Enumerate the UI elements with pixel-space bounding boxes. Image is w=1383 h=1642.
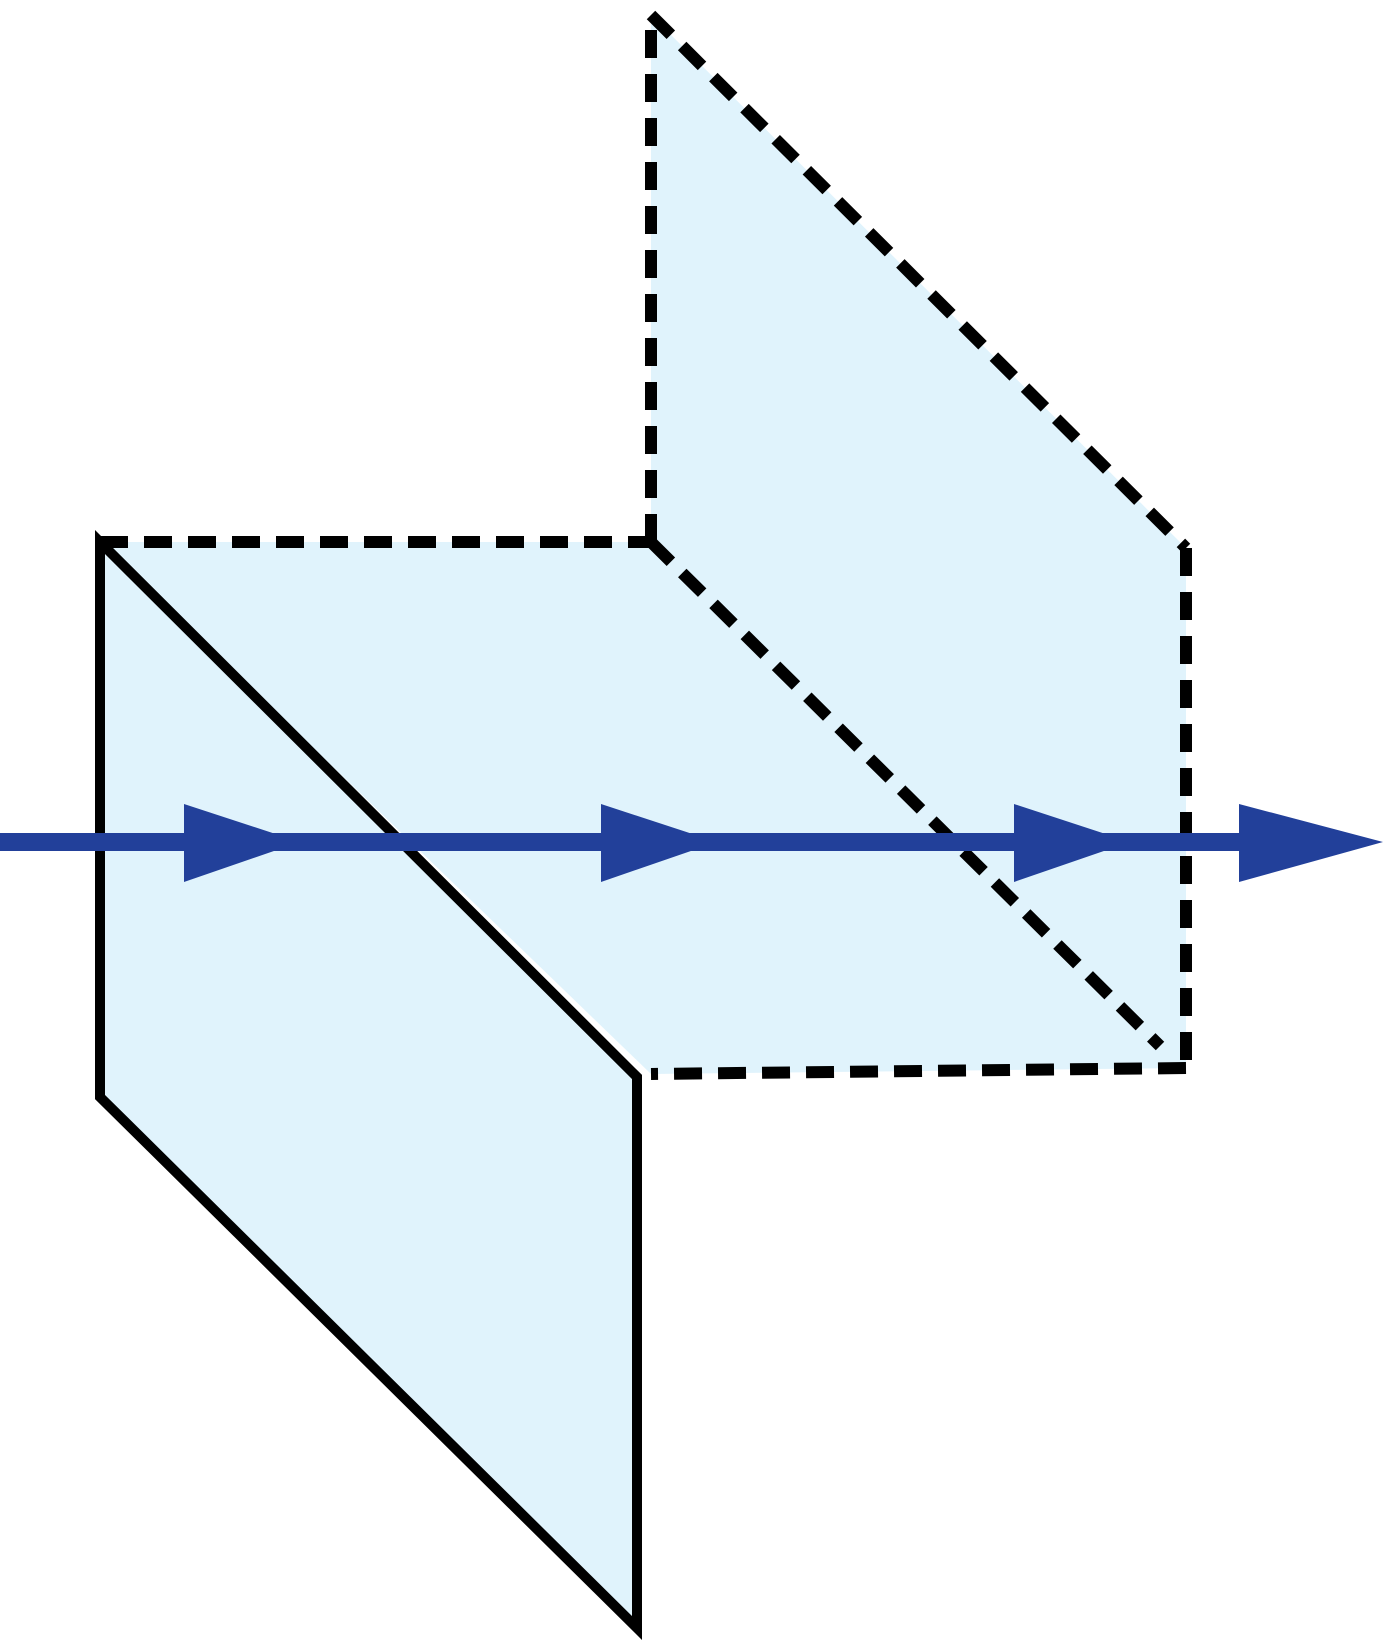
arrowhead-4-icon xyxy=(1239,804,1383,882)
dashed-inner-diagonal-edge xyxy=(646,537,1165,1051)
solid-plane-fill xyxy=(100,542,637,1628)
arrowhead-3-icon xyxy=(1014,804,1130,882)
dashed-bottom-edge xyxy=(650,1062,1187,1080)
solid-plane-outline xyxy=(95,529,642,1640)
dashed-plane-outline xyxy=(100,10,1192,1080)
arrowhead-2-icon xyxy=(601,804,717,882)
dashed-upper-diagonal-edge xyxy=(646,10,1191,553)
solid-plane xyxy=(100,542,637,1628)
light-ray xyxy=(0,804,1383,882)
arrowhead-1-icon xyxy=(184,804,300,882)
